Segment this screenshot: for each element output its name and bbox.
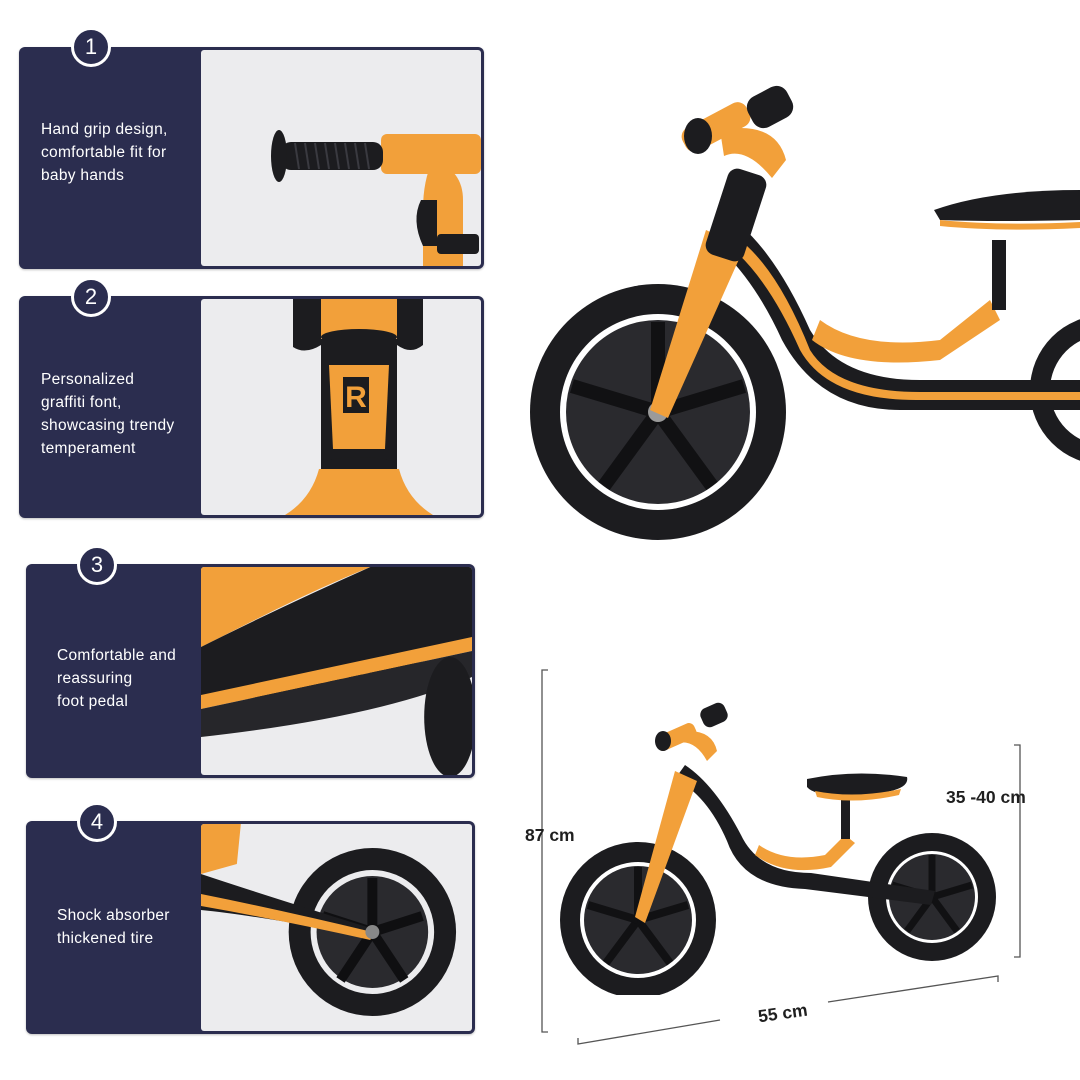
feature-card-4: Shock absorber thickened tire <box>26 821 475 1034</box>
feature-card-2: Personalized graffiti font, showcasing t… <box>19 296 484 518</box>
feature-badge-4: 4 <box>77 802 117 842</box>
balance-bike-hero-image <box>530 85 1080 540</box>
feature-card-3: Comfortable and reassuring foot pedal <box>26 564 475 778</box>
height-dimension-label: 87 cm <box>525 825 575 845</box>
front-tire-photo <box>201 824 472 1031</box>
foot-pedal-photo <box>201 567 472 775</box>
head-tube-logo-photo: R <box>201 299 481 515</box>
seat-height-dimension-label: 35 -40 cm <box>946 787 1026 807</box>
feature-4-text: Shock absorber thickened tire <box>57 907 170 947</box>
feature-3-text: Comfortable and reassuring foot pedal <box>57 647 177 710</box>
handlebar-grip-photo <box>201 50 481 266</box>
feature-badge-3: 3 <box>77 545 117 585</box>
dimension-lines <box>541 669 1021 1045</box>
svg-text:R: R <box>345 381 367 414</box>
balance-bike-dimensions-image <box>560 702 996 995</box>
feature-badge-2: 2 <box>71 277 111 317</box>
feature-1-text: Hand grip design, comfortable fit for ba… <box>41 121 168 184</box>
feature-2-text: Personalized graffiti font, showcasing t… <box>41 371 175 457</box>
feature-card-1: Hand grip design, comfortable fit for ba… <box>19 47 484 269</box>
feature-badge-1: 1 <box>71 27 111 67</box>
